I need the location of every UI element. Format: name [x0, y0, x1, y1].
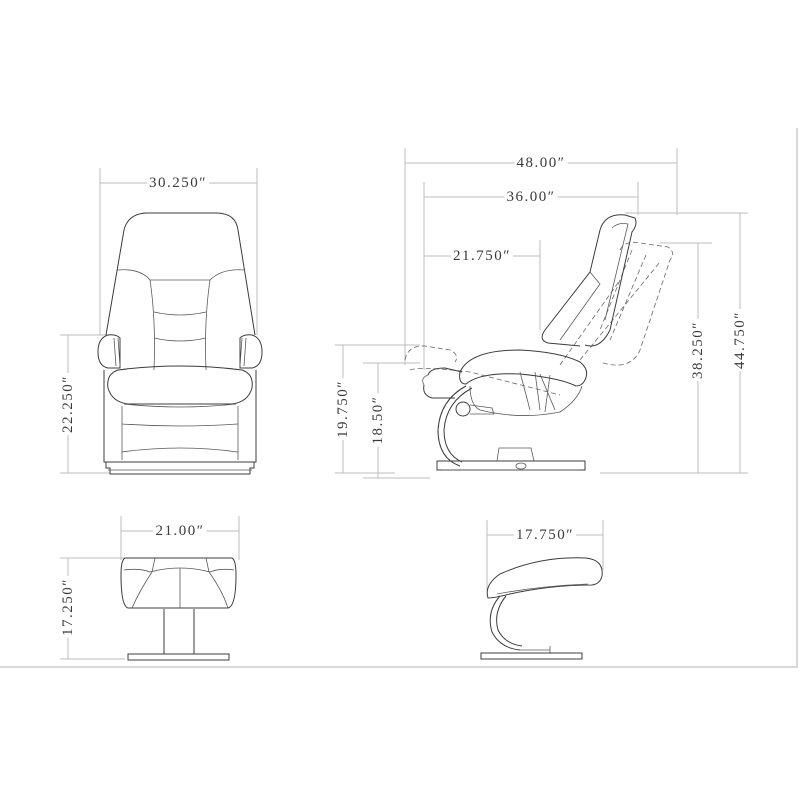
chair-side-seat-height-label: 18.50″	[370, 393, 386, 447]
chair-reclined-height-label: 38.250″	[690, 319, 706, 381]
ottoman-front-view	[60, 516, 240, 661]
chair-reclined-depth-label: 48.00″	[514, 155, 568, 171]
chair-seat-depth-label: 21.750″	[451, 248, 513, 264]
chair-upright-height-label: 44.750″	[732, 309, 748, 371]
ottoman-depth-label: 17.750″	[514, 527, 576, 543]
chair-arm-height-label: 19.750″	[335, 378, 351, 440]
ottoman-width-label: 21.00″	[153, 523, 207, 539]
chair-front-view	[60, 168, 263, 475]
chair-upright-depth-label: 36.00″	[504, 189, 558, 205]
drawing-frame	[0, 128, 798, 668]
ottoman-height-label: 17.250″	[60, 576, 76, 638]
chair-front-seat-height-label: 22.250″	[60, 373, 76, 435]
chair-width-label: 30.250″	[147, 175, 209, 191]
